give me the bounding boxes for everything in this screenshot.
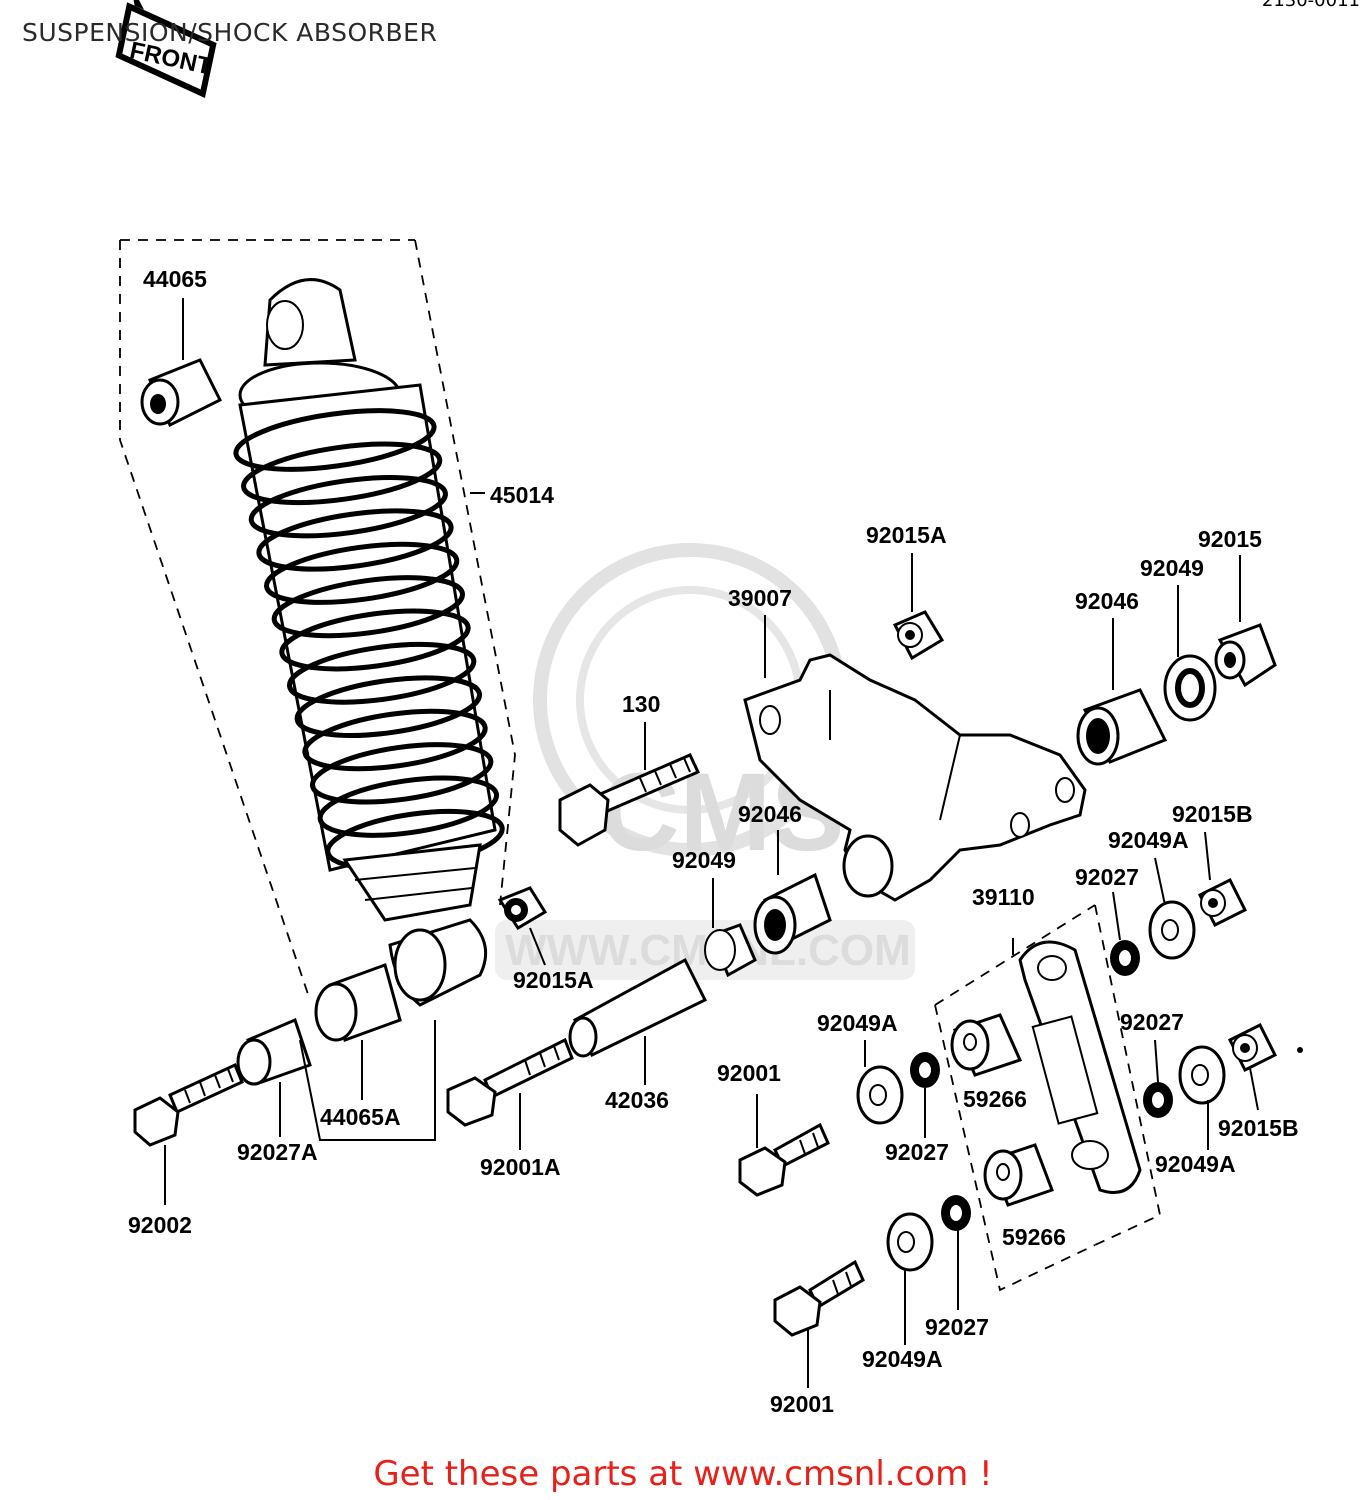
get-parts-link[interactable]: Get these parts at www.cmsnl.com !	[373, 1454, 993, 1494]
label-92049A-bot: 92049A	[862, 1346, 943, 1372]
label-92015B-top: 92015B	[1172, 801, 1253, 827]
nut-92015B-upper	[1197, 877, 1248, 928]
spring-coil	[287, 642, 477, 705]
leader-lines	[164, 298, 1259, 1388]
label-92002: 92002	[128, 1212, 192, 1238]
shock-absorber	[233, 278, 505, 1007]
label-92049A-top: 92049A	[1108, 827, 1189, 853]
label-92015B-bot: 92015B	[1218, 1115, 1299, 1141]
label-92015A-top: 92015A	[866, 522, 947, 548]
bolt-92001-upper	[738, 1122, 830, 1197]
spring-coil	[256, 508, 454, 572]
collar-44065A	[314, 963, 402, 1042]
label-92027A: 92027A	[237, 1139, 318, 1165]
label-44065A: 44065A	[320, 1104, 401, 1130]
seal-92049A-d	[886, 1212, 934, 1272]
bushing-44065	[140, 358, 223, 428]
spring-coil	[248, 475, 448, 539]
nut-92015B-lower	[1227, 1022, 1278, 1073]
link-bracket	[934, 904, 1162, 1292]
spring-coil	[271, 575, 465, 639]
bearing-92046-lower	[753, 872, 832, 955]
label-42036: 42036	[605, 1087, 669, 1113]
bolt-92001A	[446, 1037, 574, 1127]
bolt-92002	[133, 1062, 244, 1147]
shock-assembly-bracket	[119, 239, 516, 1001]
label-92049-mid: 92049	[672, 847, 736, 873]
label-59266-bot: 59266	[1002, 1224, 1066, 1250]
bearing-92027-d	[941, 1195, 971, 1231]
nut-92015-upper	[1214, 623, 1277, 688]
spring-coil	[294, 675, 483, 738]
spring-coil	[317, 775, 500, 838]
label-39110: 39110	[972, 884, 1035, 910]
bearing-92027-a	[1110, 940, 1140, 976]
label-92049A-mid: 92049A	[817, 1010, 898, 1036]
collar-59266-lower	[983, 1143, 1054, 1207]
spring-coil	[233, 408, 437, 472]
link-39110	[1018, 940, 1142, 1194]
nut-92015A-upper	[892, 610, 945, 661]
rocker-arm-39007	[743, 653, 1087, 902]
spring-coil	[309, 742, 494, 805]
label-92027-right: 92027	[1120, 1009, 1184, 1035]
sleeve-42036	[568, 957, 708, 1058]
spring-coil	[241, 441, 443, 506]
bearing-92027-c	[1143, 1082, 1173, 1118]
spring-coil	[264, 541, 460, 605]
diagram-code: 2130-0011	[1261, 0, 1360, 11]
sleeve-92027A	[236, 1017, 312, 1086]
label-92049-top: 92049	[1140, 555, 1204, 581]
bearing-92046-upper	[1076, 688, 1168, 766]
label-92015: 92015	[1198, 526, 1262, 552]
label-92027-mid: 92027	[885, 1139, 949, 1165]
label-92046-top: 92046	[1075, 588, 1139, 614]
page-title: SUSPENSION/SHOCK ABSORBER	[22, 18, 438, 47]
label-92015A-mid: 92015A	[513, 967, 594, 993]
label-92001-bot: 92001	[770, 1391, 834, 1417]
label-92027-top: 92027	[1075, 864, 1139, 890]
label-92001A: 92001A	[480, 1154, 561, 1180]
spring-coil	[302, 708, 488, 772]
label-92049A-right: 92049A	[1155, 1151, 1236, 1177]
label-59266-top: 59266	[963, 1086, 1027, 1112]
label-44065: 44065	[143, 266, 207, 292]
label-45014: 45014	[490, 482, 554, 508]
label-92001-mid: 92001	[717, 1060, 781, 1086]
spring-coil	[279, 608, 471, 672]
label-130: 130	[622, 691, 660, 717]
seal-92049A-c	[1178, 1045, 1226, 1105]
bolt-92001-lower	[773, 1259, 865, 1337]
front-direction-marker: FRONT	[115, 0, 217, 98]
nut-92015A-lower	[497, 886, 548, 931]
label-92027-bot: 92027	[925, 1314, 989, 1340]
collar-59266-upper	[950, 1013, 1023, 1077]
seal-92049A-a	[1148, 900, 1196, 960]
seal-92049A-b	[856, 1065, 904, 1125]
label-92046-mid: 92046	[738, 801, 802, 827]
bolt-130	[558, 753, 701, 847]
bearing-92027-b	[910, 1052, 940, 1088]
seal-92049-lower	[704, 923, 757, 978]
seal-92049-upper	[1163, 654, 1217, 722]
label-39007: 39007	[728, 585, 792, 611]
part-labels: 44065 45014 92015A 92015 92049 39007 920…	[128, 266, 1299, 1417]
